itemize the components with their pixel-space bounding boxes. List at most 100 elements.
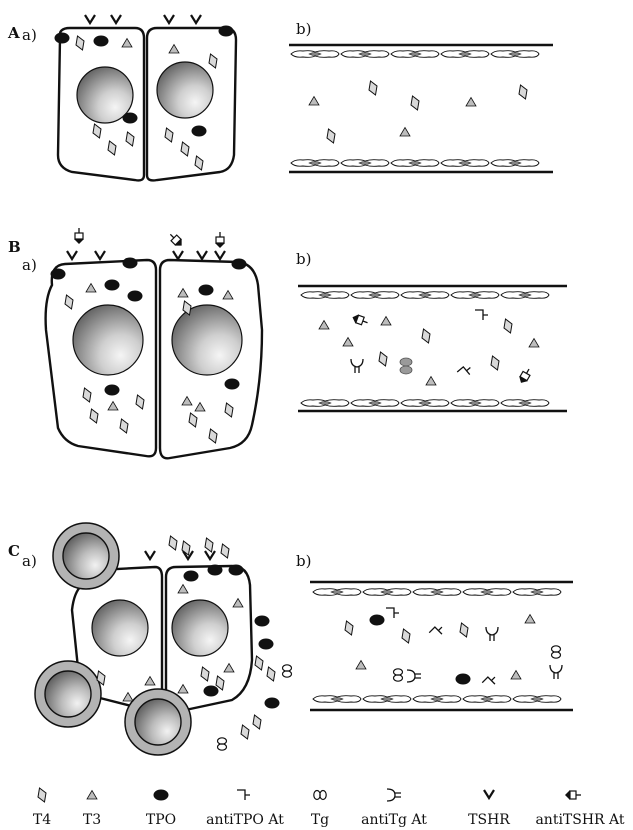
panel-a: A a) b) [7,15,553,180]
t3-icon [466,98,476,107]
tpo-icon [208,565,223,576]
anti-tshr-antibody-icon [167,231,185,249]
tshr-receptor-icon [205,551,215,559]
t3-icon [319,321,329,330]
t4-icon [411,96,419,110]
t4-diamond-icon [38,788,46,802]
anti-tshr-antibody-icon [215,232,225,248]
panel-b-letter: B [8,238,21,256]
antibody-icon [351,359,363,373]
t4-icon [519,85,527,99]
t4-icon [169,536,177,550]
tshr-receptor-icon [164,15,174,23]
tpo-icon [370,615,385,626]
legend-label-anti-tpo: antiTPO At [206,812,284,828]
endothelium-bottom [301,400,549,407]
tpo-icon [255,616,270,627]
antibody-icon [550,665,562,679]
t4-icon [253,715,261,729]
tpo-icon [123,113,138,124]
tpo-icon [94,36,109,47]
lymphocyte-icon [125,689,191,755]
t4-icon [327,129,335,143]
panel-b-sub-a: a) [22,256,37,274]
t4-icon [491,356,499,370]
anti-tg-antibody-icon [387,789,401,801]
t3-triangle-icon [87,791,97,800]
tg-icon [394,669,403,681]
tpo-icon [51,269,66,280]
t4-icon [402,629,410,643]
legend-label-anti-tshr: antiTSHR At [535,812,624,828]
tshr-receptor-icon [95,251,105,259]
anti-tpo-antibody-icon [429,624,445,640]
tpo-icon [128,291,143,302]
tshr-receptor-icon [197,251,207,259]
panel-c-sub-b: b) [296,552,311,570]
t3-icon [525,615,535,624]
t3-icon [400,128,410,137]
t4-icon [267,667,275,681]
panel-c: C a) b) [8,523,573,755]
t3-icon [356,661,366,670]
t4-icon [221,544,229,558]
antibody-icon [486,627,498,641]
anti-tpo-antibody-icon [386,608,399,618]
tshr-receptor-icon [145,551,155,559]
legend-label-tshr: TSHR [468,812,510,828]
panel-a-sub-b: b) [296,20,311,38]
lymphocyte-icon [53,523,119,589]
anti-tpo-antibody-icon [457,364,473,380]
tshr-receptor-icon [484,790,494,798]
tshr-receptor-icon [85,15,95,23]
tg-icon [314,791,326,800]
anti-tpo-antibody-icon [475,310,488,320]
tg-icon [552,646,561,658]
anti-tshr-antibody-icon [517,367,534,386]
tpo-icon [265,698,280,709]
anti-tpo-antibody-icon [237,790,250,800]
t4-icon [345,621,353,635]
t4-icon [241,725,249,739]
panel-a-sub-a: a) [22,26,37,44]
tpo-icon [105,280,120,291]
tpo-icon [259,639,274,650]
nucleus-icon [172,305,242,375]
tpo-icon [184,571,199,582]
tpo-icon [456,674,471,685]
t3-icon [426,377,436,386]
tpo-icon [123,258,138,269]
nucleus-icon [92,600,148,656]
endothelium-bottom [291,160,539,167]
t4-icon [255,656,263,670]
t3-icon [309,97,319,106]
legend-label-t3: T3 [83,812,101,828]
lymphocyte-icon [35,661,101,727]
panel-a-letter: A [7,24,20,42]
tg-icon [400,358,412,374]
t4-icon [379,352,387,366]
tshr-receptor-icon [191,15,201,23]
tpo-icon [229,565,244,576]
panel-b-sub-b: b) [296,250,311,268]
panel-b: B a) b) [8,228,567,458]
tshr-receptor-icon [67,251,77,259]
tpo-icon [55,33,70,44]
anti-tshr-antibody-icon [74,228,84,244]
legend-label-t4: T4 [33,812,51,828]
tpo-icon [204,686,219,697]
nucleus-icon [157,62,213,118]
legend-label-tpo: TPO [146,812,176,828]
tg-icon [218,738,227,750]
t3-icon [511,671,521,680]
tshr-receptor-icon [215,251,225,259]
t4-icon [369,81,377,95]
nucleus-icon [172,600,228,656]
panel-c-letter: C [8,542,20,560]
tshr-receptor-icon [111,15,121,23]
tshr-receptor-icon [173,251,183,259]
tpo-icon [225,379,240,390]
anti-tshr-antibody-icon [351,313,369,328]
endothelium-bottom [313,696,561,703]
